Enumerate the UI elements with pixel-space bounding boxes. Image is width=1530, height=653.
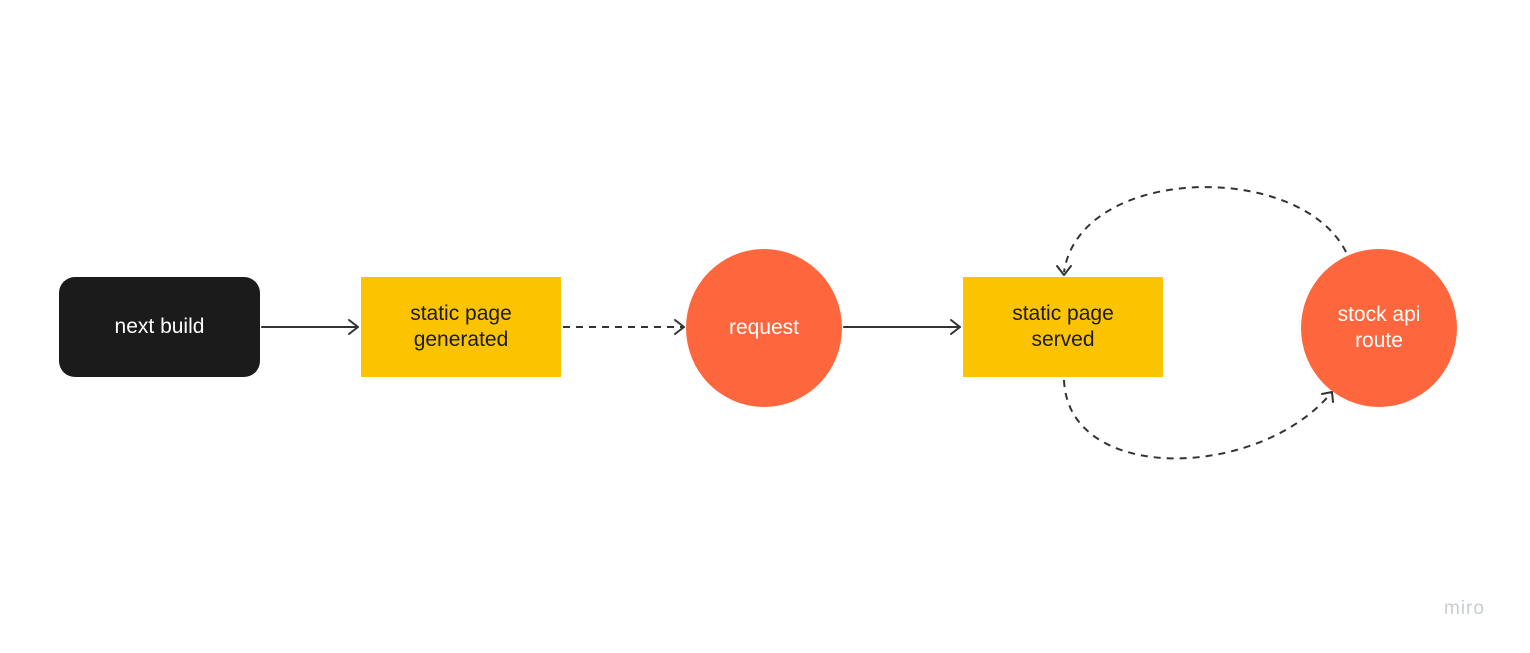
node-label: stock api route [1337, 303, 1421, 352]
arrowhead-icon [348, 319, 359, 335]
node-static-page-served[interactable]: static page served [963, 277, 1163, 377]
node-static-page-generated[interactable]: static page generated [361, 277, 561, 377]
arrowhead-icon [674, 319, 685, 335]
edge-served-to-stock [1063, 379, 1333, 460]
arrowhead-icon [1321, 391, 1334, 403]
node-label: static page served [1012, 302, 1114, 351]
node-request[interactable]: request [686, 249, 842, 407]
node-stock-api-route[interactable]: stock api route [1301, 249, 1457, 407]
arrowhead-icon [1056, 265, 1072, 276]
edge-stock-to-served [1063, 186, 1347, 273]
node-label: next build [114, 315, 205, 338]
node-label: static page generated [410, 302, 512, 351]
arrowhead-icon [950, 319, 961, 335]
node-label: request [728, 316, 800, 339]
miro-watermark: miro [1444, 598, 1485, 619]
node-next-build[interactable]: next build [59, 277, 260, 377]
